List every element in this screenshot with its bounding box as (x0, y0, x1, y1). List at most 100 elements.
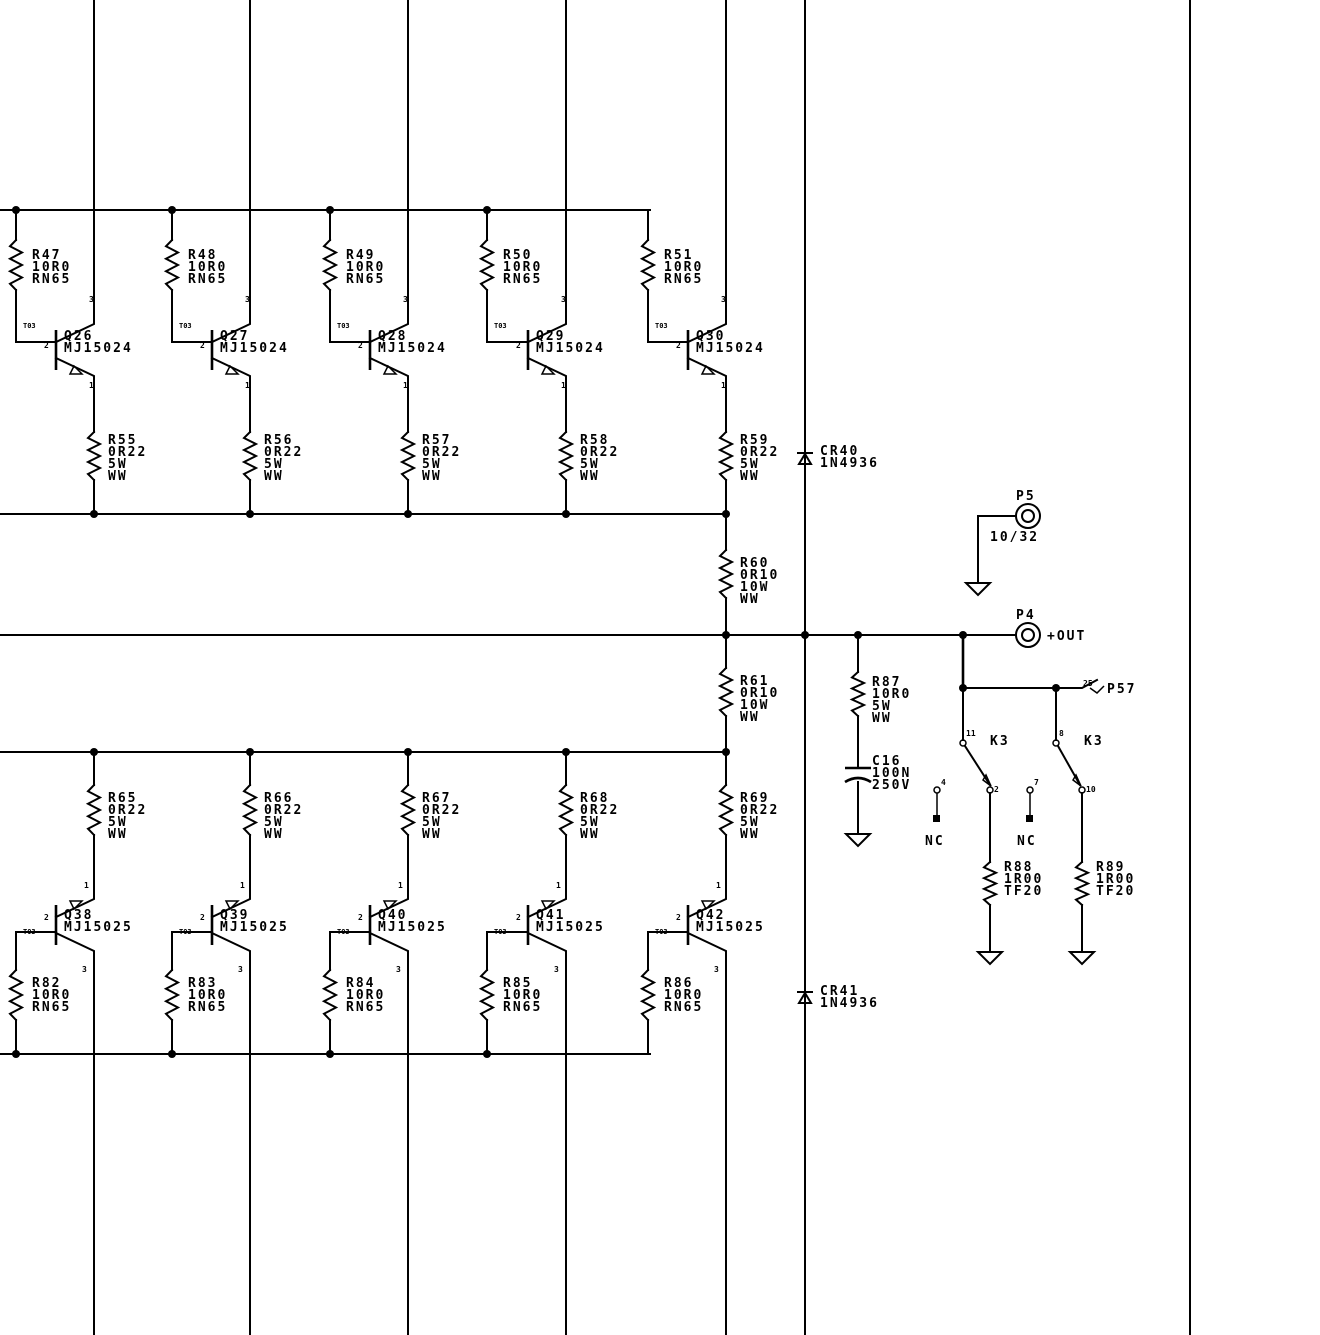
package-label: T03 (179, 928, 192, 936)
emitter-resistor-label: WW (108, 827, 128, 842)
emitter-resistor-label: R58 (580, 433, 609, 448)
CR41-label: 1N4936 (820, 996, 879, 1011)
base-link (15, 931, 57, 971)
base-resistor-label: RN65 (664, 1000, 703, 1015)
lower-transistor (368, 879, 409, 1335)
upper-transistor (526, 289, 567, 396)
K3-switch-blade (963, 744, 992, 787)
pin-label: 1 (403, 381, 408, 390)
package-label: T03 (179, 322, 192, 330)
K3-blade-arrow (1072, 773, 1082, 787)
collector-lead (368, 931, 409, 1335)
K3-ref: K3 (990, 734, 1010, 749)
lower-transistor (210, 879, 251, 1335)
base-resistor (163, 968, 181, 1022)
pin-label: 1 (89, 381, 94, 390)
transistor-label: MJ15025 (64, 920, 133, 935)
pin-label: 1 (716, 881, 721, 890)
components-layer (7, 238, 1105, 1335)
package-label: T03 (494, 322, 507, 330)
R87-label: 5W (872, 699, 892, 714)
emitter-arrow (224, 364, 240, 375)
contact-terminal (1026, 786, 1034, 794)
emitter-resistor-label: 0R22 (422, 803, 461, 818)
junction-dot (12, 1050, 20, 1058)
pin-label: 3 (714, 965, 719, 974)
emitter-resistor (399, 783, 417, 837)
emitter-resistor-label: 0R22 (108, 803, 147, 818)
transistor-label: MJ15025 (378, 920, 447, 935)
pin-label: 2 (516, 913, 521, 922)
transistor-label: MJ15025 (696, 920, 765, 935)
emitter-resistor-label: 5W (422, 457, 442, 472)
emitter-resistor-label: 0R22 (264, 445, 303, 460)
CR40-label: 1N4936 (820, 456, 879, 471)
CR41-label: CR41 (820, 984, 859, 999)
P57-arrow (1089, 685, 1105, 694)
contact-terminal (959, 739, 967, 747)
emitter-resistor-label: WW (580, 827, 600, 842)
base-link (329, 289, 371, 343)
P5-label: 10/32 (990, 530, 1039, 545)
pin-label: 7 (1034, 778, 1039, 787)
base-resistor-label: 10R0 (503, 988, 542, 1003)
package-label: T03 (337, 322, 350, 330)
transistor-label: MJ15024 (696, 341, 765, 356)
base-link (171, 289, 213, 343)
base-resistor-label: 10R0 (664, 988, 703, 1003)
transistor-label: Q27 (220, 329, 249, 344)
P5-ref: P5 (1016, 489, 1036, 504)
emitter-arrow (540, 900, 556, 911)
emitter-lead (368, 879, 409, 919)
upper-transistor (368, 289, 409, 396)
emitter-resistor-label: R59 (740, 433, 769, 448)
emitter-lead (54, 356, 95, 396)
R89-label: R89 (1096, 860, 1125, 875)
emitter-arrow (382, 900, 398, 911)
emitter-resistor-label: R57 (422, 433, 451, 448)
pin-label: 2 (200, 341, 205, 350)
emitter-arrow (540, 364, 556, 375)
junction-dot (483, 1050, 491, 1058)
base-resistor-label: 10R0 (346, 988, 385, 1003)
R60-label: R60 (740, 556, 769, 571)
base-link (647, 289, 689, 343)
R61-label: R61 (740, 674, 769, 689)
R87-label: 10R0 (872, 687, 911, 702)
contact-terminal (933, 786, 941, 794)
emitter-lead (686, 356, 727, 396)
pin-label: 3 (561, 295, 566, 304)
contact-terminal (986, 786, 994, 794)
base-resistor (7, 968, 25, 1022)
base-resistor-label: R86 (664, 976, 693, 991)
diode-body (797, 452, 813, 465)
emitter-resistor-label: 0R22 (264, 803, 303, 818)
base-link (647, 931, 689, 971)
emitter-resistor-label: 0R22 (580, 445, 619, 460)
K3-NC-label: NC (925, 834, 945, 849)
pin-label: 2 (516, 341, 521, 350)
wires-layer (0, 0, 1191, 1335)
base-resistor-label: R50 (503, 248, 532, 263)
P4-label: +OUT (1047, 629, 1086, 644)
ground-symbol (963, 582, 993, 597)
base-resistor-label: 10R0 (32, 988, 71, 1003)
P57-link (1055, 678, 1099, 689)
emitter-resistor-label: 5W (264, 815, 284, 830)
emitter-resistor (85, 430, 103, 482)
base-resistor (639, 968, 657, 1022)
base-resistor-label: R84 (346, 976, 375, 991)
R89-label: 1R00 (1096, 872, 1135, 887)
P4-ref: P4 (1016, 608, 1036, 623)
base-resistor-label: 10R0 (188, 260, 227, 275)
base-resistor (7, 238, 25, 292)
diode-body (797, 991, 813, 1004)
emitter-lead (210, 879, 251, 919)
base-resistor-label: 10R0 (32, 260, 71, 275)
pin-label: 2 (200, 913, 205, 922)
base-resistor (321, 238, 339, 292)
R88-label: TF20 (1004, 884, 1043, 899)
lower-transistor (526, 879, 567, 1335)
pin-label: 3 (554, 965, 559, 974)
